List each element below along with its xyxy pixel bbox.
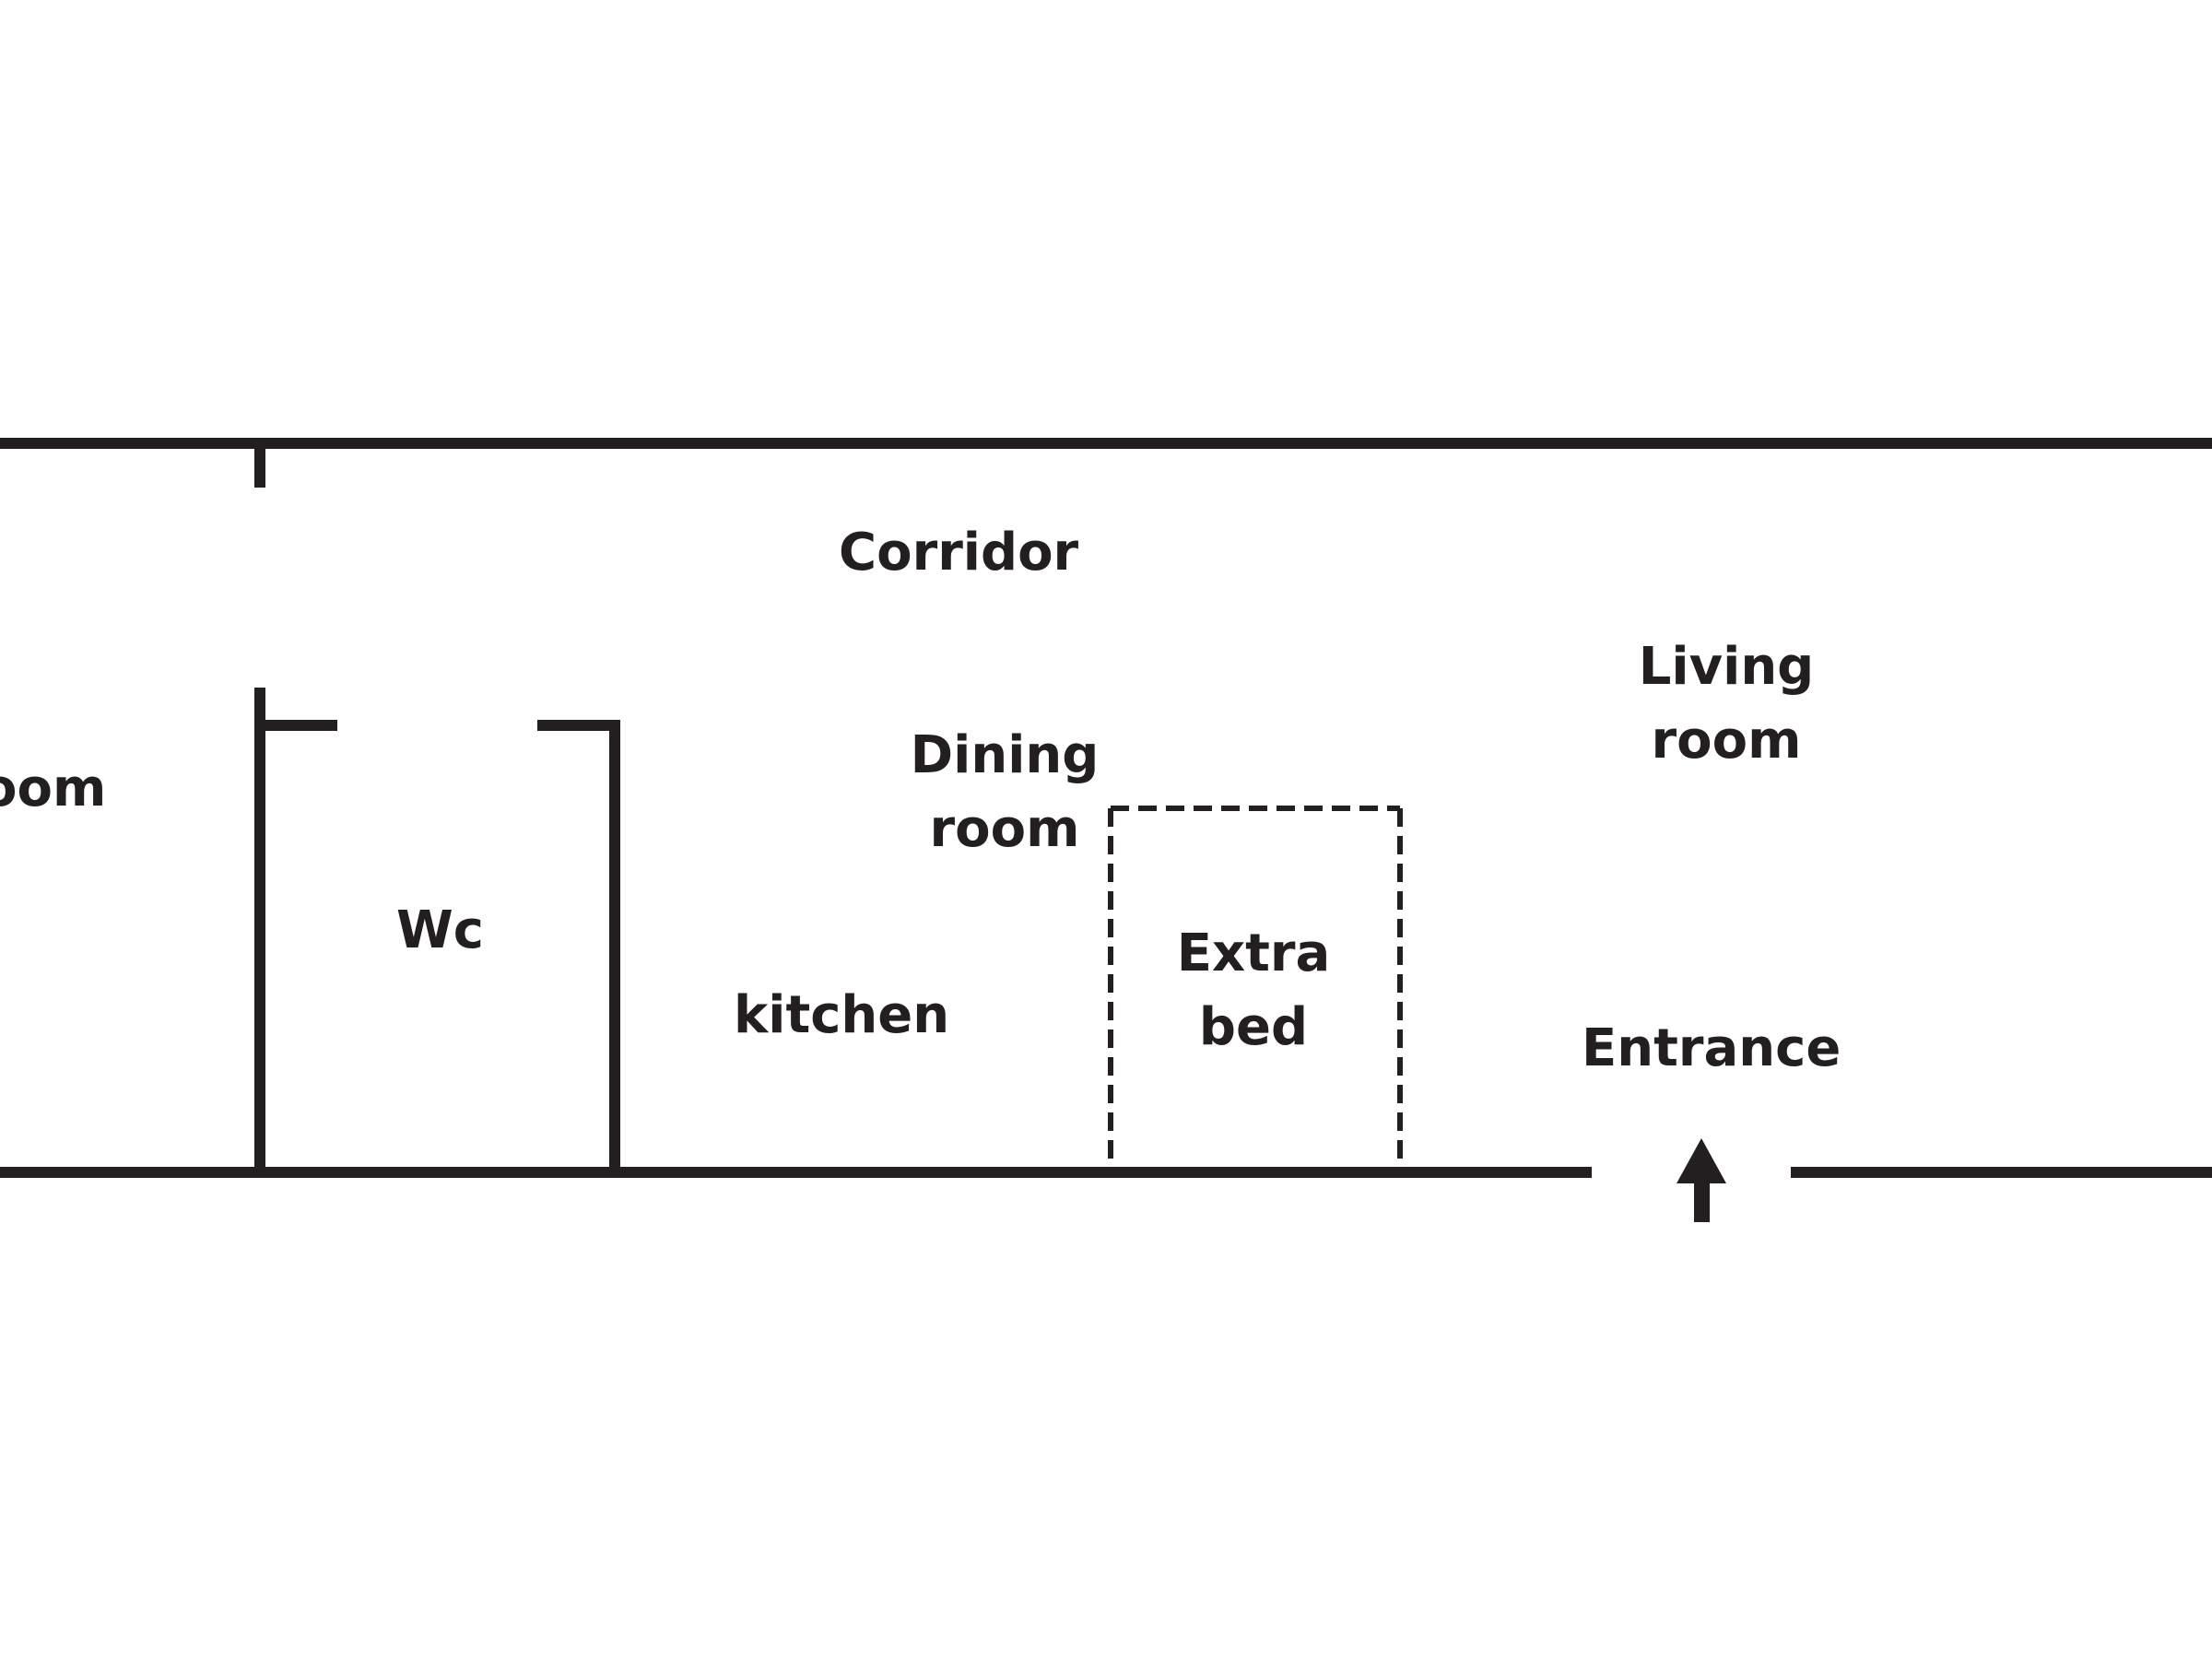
extra-bed-label-line-1: Extra [1176, 924, 1331, 983]
corridor-label: Corridor [839, 523, 1079, 582]
extra-bed-label-line-2: bed [1198, 997, 1309, 1057]
walls [0, 438, 2212, 1178]
kitchen-label: kitchen [734, 985, 950, 1045]
dining-room-label-line-1: Dining [910, 725, 1100, 785]
living-room-label-line-1: Living [1638, 637, 1815, 697]
arrow-up-icon [1677, 1138, 1726, 1222]
living-room-label: Living room [1630, 630, 1823, 778]
extra-bed-label: Extra bed [1171, 917, 1336, 1065]
dining-room-label-line-2: room [929, 799, 1080, 859]
extra-bed-outline [1108, 806, 1403, 1167]
living-room-label-line-2: room [1651, 711, 1802, 771]
dining-room-label: Dining room [903, 719, 1106, 866]
entrance-label: Entrance [1582, 1018, 1841, 1078]
partial-room-label: oom [0, 759, 107, 818]
wc-label: Wc [396, 900, 484, 960]
